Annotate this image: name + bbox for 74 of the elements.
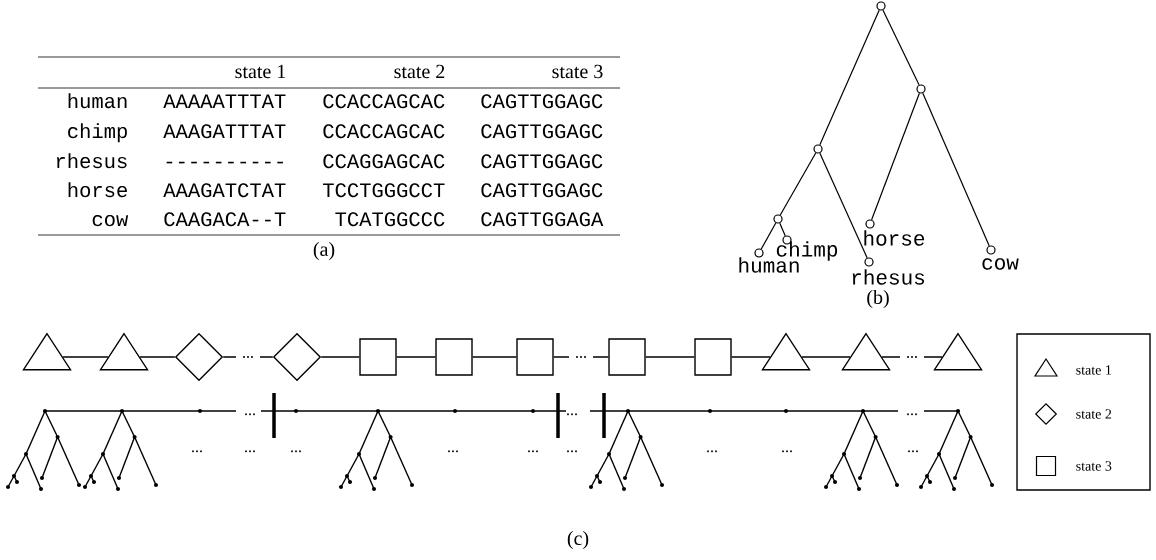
ellipsis: ... [908,450,918,453]
ellipsis: ... [291,450,301,453]
sequence-cell: ---------- [166,161,283,164]
panel-caption: (a) [313,241,335,261]
ellipsis: ... [567,413,577,416]
ellipsis: ... [707,450,717,453]
sequence-cell: CAAGACA--T [164,212,286,227]
chain-line [801,356,851,358]
sequence-cell: AAAGATTTAT [163,124,286,139]
chain-line [645,356,695,358]
square-symbol [608,338,646,376]
legend-label: state 3 [1076,461,1112,471]
ellipsis: ... [907,413,917,416]
ellipsis: ... [236,355,260,359]
tree-branch [760,222,777,250]
sequence-cell: CAGTTGGAGA [481,212,604,227]
tree-node [876,1,886,11]
square-symbol [435,338,473,376]
tree-branch [882,9,920,86]
row-header: chimp [68,123,127,143]
panel-caption: (b) [867,289,889,309]
tree-branch [871,92,920,221]
sequence-cell: CAGTTGGAGC [481,154,603,169]
ellipsis: ... [528,450,538,453]
ellipsis: ... [782,450,792,453]
tree-branch [922,92,990,247]
sequence-cell: CAGTTGGAGC [481,94,603,109]
legend-label: state 2 [1076,409,1112,419]
ellipsis: ... [567,450,577,453]
chain-line [472,356,517,358]
leaf-label: rhesus [852,269,925,285]
chain-line [62,356,109,358]
tree-branch [819,152,868,259]
tree-branch [779,152,817,216]
ellipsis: ... [448,450,458,453]
tree-node [773,214,783,224]
square-symbol [359,338,397,376]
row-header: horse [68,182,127,198]
ellipsis: ... [192,450,202,453]
sequence-cell: TCATGGCCC [335,212,445,227]
square-symbol [694,338,732,376]
column-header: state 2 [394,64,445,79]
chain-line [881,356,943,358]
tree-branch [819,9,880,146]
tree-node [916,84,926,94]
leaf-label: cow [982,258,1019,270]
sequence-cell: CCACCAGCAC [323,124,445,139]
chain-line [320,356,360,358]
square-symbol [516,338,554,376]
chain-line [553,356,609,358]
sequence-cell: CAGTTGGAGC [481,124,603,139]
ellipsis: ... [245,450,255,453]
panel-caption: (c) [567,530,589,550]
tree-branch [779,222,786,237]
sequence-cell: AAAAATTTAT [163,94,286,108]
ellipsis: ... [900,355,924,359]
row-header: human [68,93,127,109]
sequence-cell: AAAGATCTAT [163,183,286,198]
leaf-label: horse [864,230,925,246]
chain-line [139,356,176,358]
legend-label: state 1 [1076,365,1112,375]
ellipsis: ... [569,355,593,359]
ellipsis: ... [245,413,255,416]
chain-line [396,356,436,358]
row-header: rhesus [56,153,127,169]
sequence-cell: CCACCAGCAC [323,94,445,109]
column-header: state 3 [552,64,603,79]
sequence-cell: CCAGGAGCAC [323,154,445,169]
column-header: state 1 [235,64,286,79]
sequence-cell: CAGTTGGAGC [481,183,603,198]
sequence-cell: TCCTGGGCCT [323,183,445,198]
row-header: cow [92,215,129,227]
chain-line [731,356,771,358]
tree-node [813,144,823,154]
